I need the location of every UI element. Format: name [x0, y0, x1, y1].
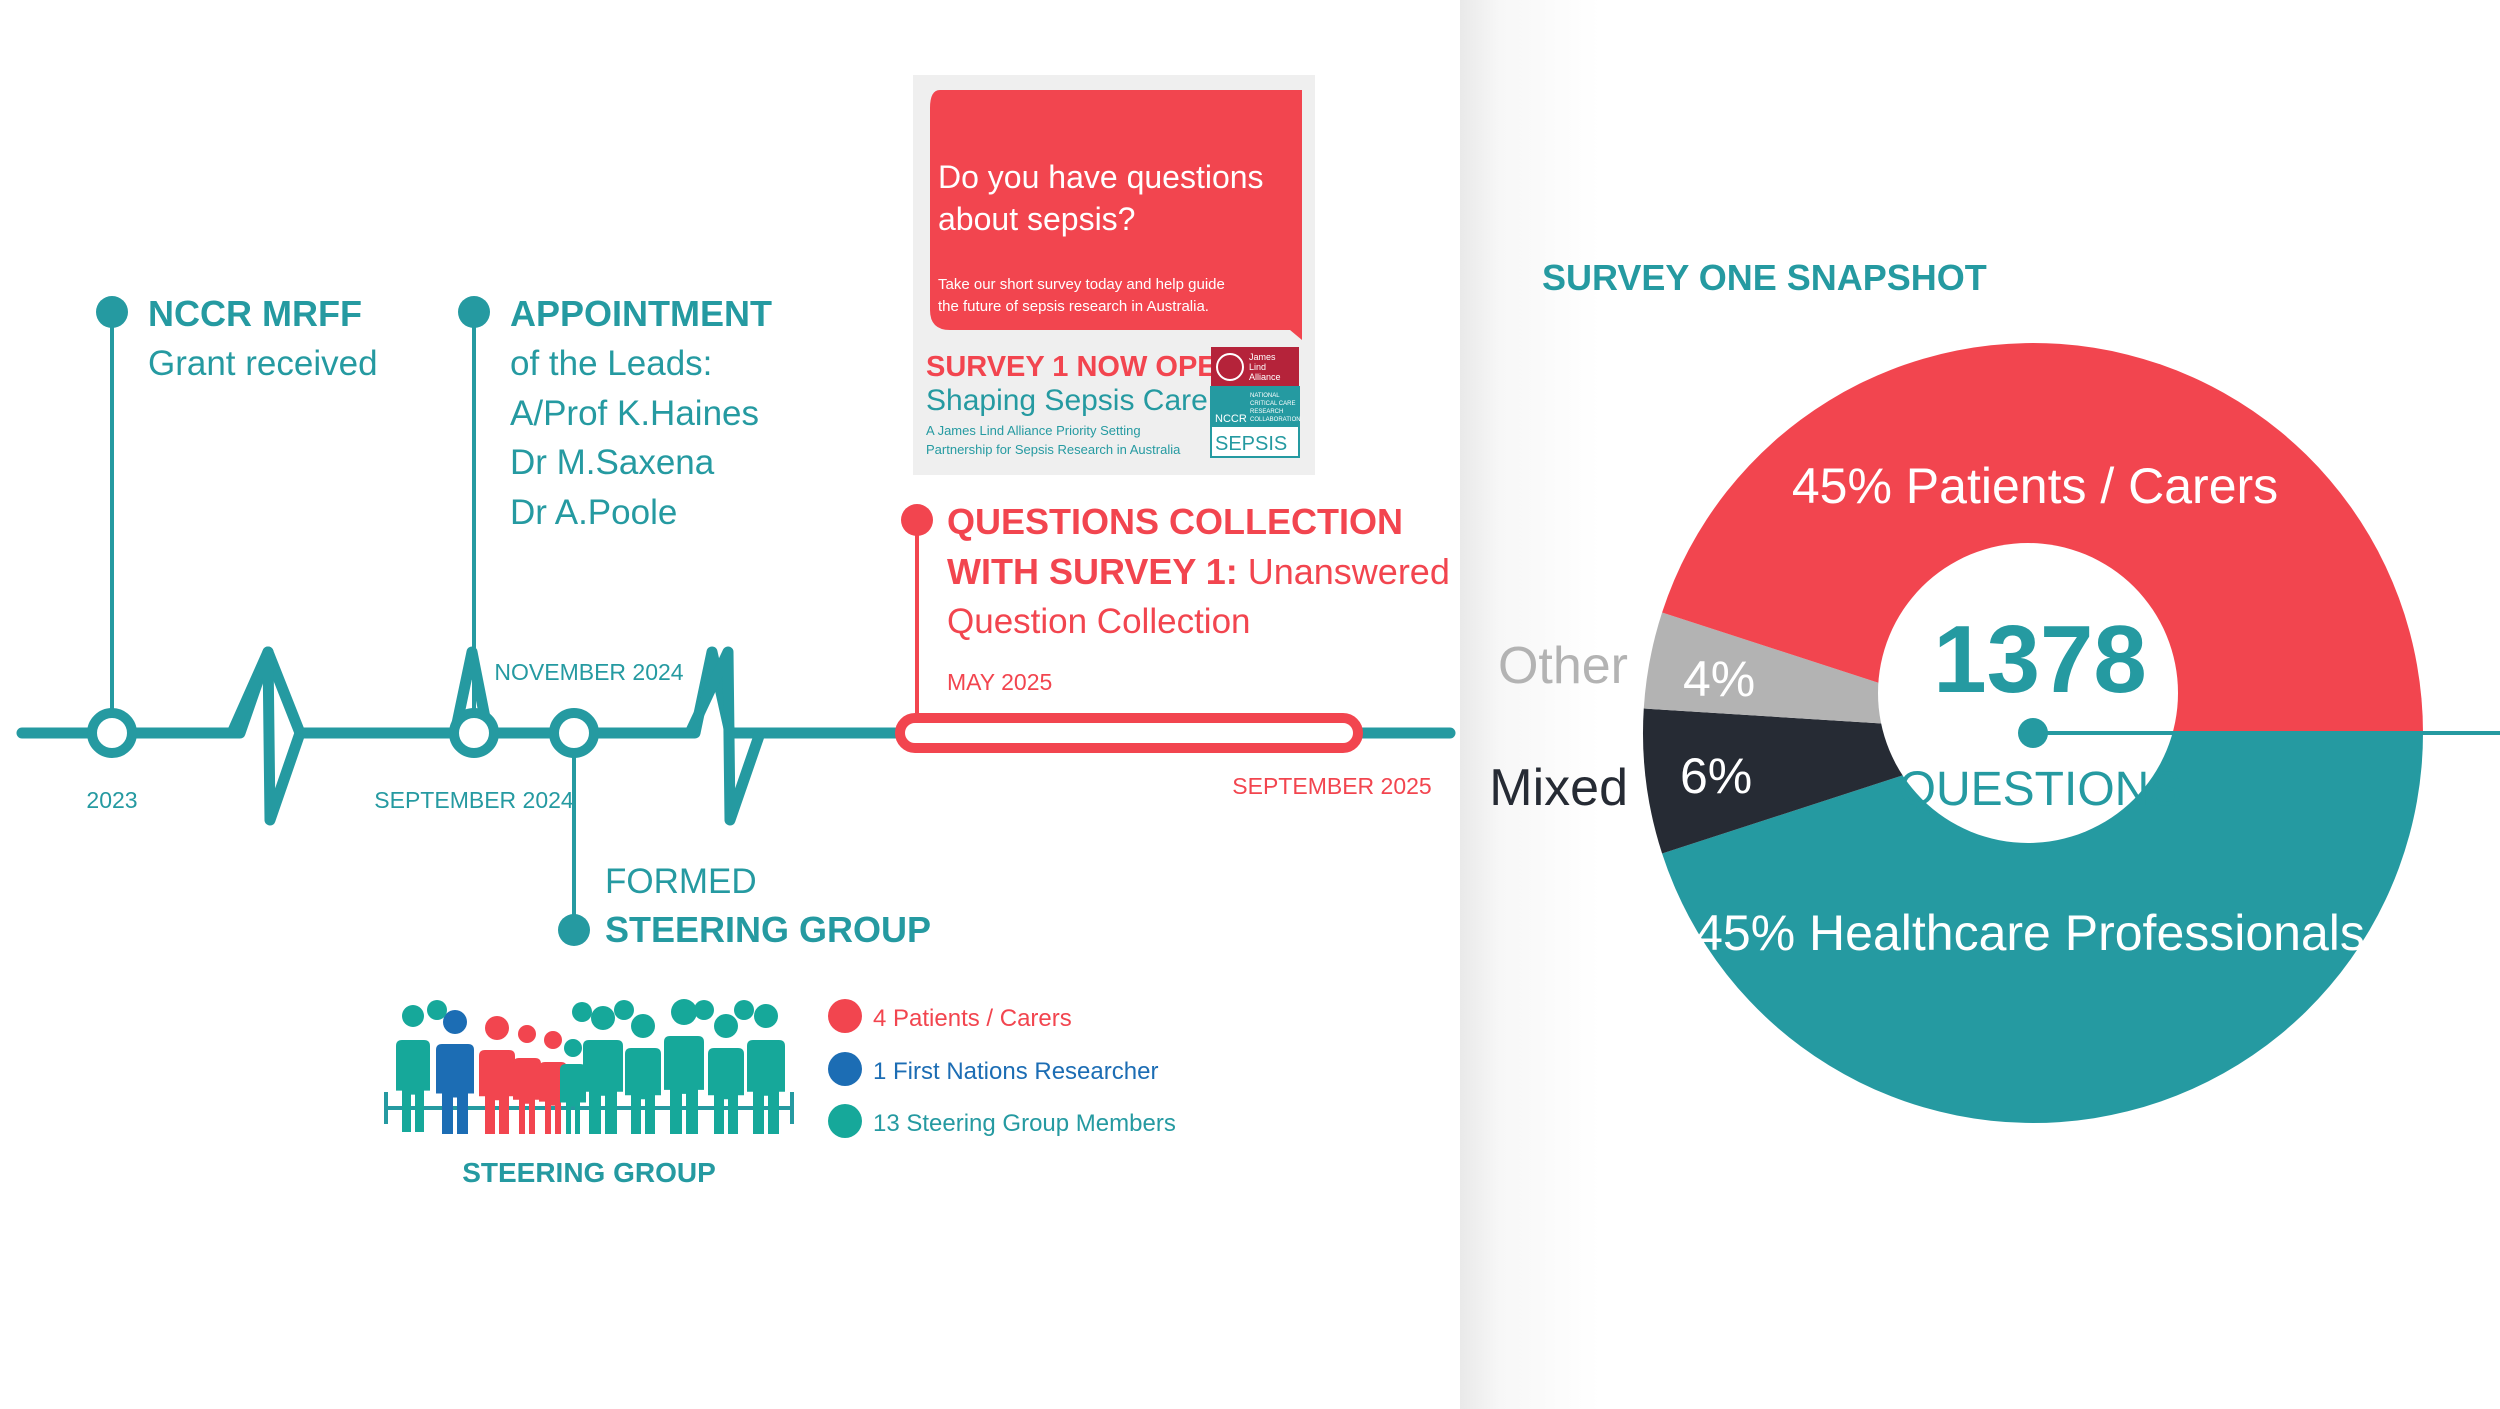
- poster-small-2: Partnership for Sepsis Research in Austr…: [926, 442, 1181, 457]
- pie-label-other-pct: 4%: [1683, 651, 1755, 707]
- poster-subheadline: Shaping Sepsis Care: [926, 384, 1208, 417]
- legend-label-first-nations: 1 First Nations Researcher: [873, 1058, 1158, 1085]
- poster-speech-bubble: [930, 90, 1302, 340]
- steering-group-caption: STEERING GROUP: [462, 1157, 716, 1188]
- appointment-marker: [449, 708, 499, 758]
- pie-label-mixed-pct: 6%: [1680, 748, 1752, 804]
- pie-label-other: Other: [1498, 637, 1628, 695]
- poster-question-2: about sepsis?: [938, 201, 1135, 237]
- poster-small-1: A James Lind Alliance Priority Setting: [926, 423, 1141, 438]
- pie-label-patients: 45% Patients / Carers: [1792, 458, 2278, 514]
- person-head-icon: [402, 1005, 424, 1027]
- person-head-icon: [591, 1006, 615, 1030]
- jla-logo-text-3: Alliance: [1249, 372, 1281, 382]
- person-icon: [396, 1040, 430, 1132]
- appointment-date: SEPTEMBER 2024: [374, 787, 574, 813]
- person-icon: [583, 1040, 623, 1134]
- poster-body-1: Take our short survey today and help gui…: [938, 276, 1225, 293]
- pie-center-hole: [1878, 543, 2178, 843]
- pie-label-healthcare: 45% Healthcare Professionals: [1695, 905, 2365, 961]
- appointment-line-4: Dr A.Poole: [510, 493, 677, 532]
- nccr-dot: [96, 296, 128, 328]
- survey-poster: Do you have questions about sepsis? Take…: [913, 75, 1315, 475]
- nccr-marker: [87, 708, 137, 758]
- person-head-icon: [694, 1000, 714, 1020]
- person-head-icon: [734, 1000, 754, 1020]
- legend-label-patients: 4 Patients / Carers: [873, 1005, 1072, 1032]
- appointment-dot: [458, 296, 490, 328]
- poster-headline: SURVEY 1 NOW OPEN: [926, 351, 1238, 383]
- person-head-icon: [572, 1002, 592, 1022]
- legend-swatch-members: [828, 1104, 862, 1138]
- nccr-logo-line-1: NATIONAL: [1250, 393, 1280, 399]
- person-icon: [747, 1040, 785, 1134]
- questions-title-1: QUESTIONS COLLECTION: [947, 501, 1403, 542]
- steering-marker: [549, 708, 599, 758]
- person-head-icon: [614, 1000, 634, 1020]
- timeline-ecg-2: [685, 646, 766, 826]
- jla-logo-text-2: Lind: [1249, 362, 1266, 372]
- legend-label-members: 13 Steering Group Members: [873, 1110, 1176, 1137]
- appointment-line-2: A/Prof K.Haines: [510, 394, 759, 433]
- survey-heading: SURVEY ONE SNAPSHOT: [1542, 257, 1987, 298]
- person-icon: [664, 1036, 704, 1134]
- questions-title-3: Question Collection: [947, 602, 1251, 641]
- nccr-logo-line-4: COLLABORATION: [1250, 417, 1301, 423]
- person-head-icon: [443, 1010, 467, 1034]
- nccr-subtitle: Grant received: [148, 344, 378, 383]
- nccr-title: NCCR MRFF: [148, 293, 362, 334]
- jla-logo-icon: [1216, 353, 1244, 381]
- nccr-date: 2023: [86, 787, 137, 813]
- steering-line-1: FORMED: [605, 862, 757, 901]
- steering-group-people: [384, 999, 794, 1134]
- person-icon: [560, 1064, 586, 1134]
- nccr-logo-line-2: CRITICAL CARE: [1250, 401, 1295, 407]
- steering-dot: [558, 914, 590, 946]
- person-head-icon: [518, 1025, 536, 1043]
- person-head-icon: [427, 1000, 447, 1020]
- person-head-icon: [671, 999, 697, 1025]
- questions-title-2: WITH SURVEY 1: Unanswered: [947, 551, 1450, 592]
- poster-question-1: Do you have questions: [938, 159, 1264, 195]
- timeline-ecg-1: [226, 646, 306, 826]
- legend-swatch-patients: [828, 999, 862, 1033]
- jla-logo-text-1: James: [1249, 352, 1276, 362]
- steering-line-2: STEERING GROUP: [605, 909, 931, 950]
- person-head-icon: [754, 1004, 778, 1028]
- pie-label-mixed: Mixed: [1489, 759, 1628, 817]
- nccr-logo-sepsis: SEPSIS: [1215, 433, 1287, 455]
- poster-body-2: the future of sepsis research in Austral…: [938, 298, 1209, 315]
- person-icon: [479, 1050, 515, 1134]
- person-icon: [708, 1048, 744, 1134]
- person-icon: [625, 1048, 661, 1134]
- person-icon: [436, 1044, 474, 1134]
- questions-end-date: SEPTEMBER 2025: [1232, 773, 1431, 799]
- jla-logo: [1211, 347, 1299, 387]
- survey-pie-chart: [1643, 343, 2423, 1123]
- questions-range-bar: [895, 713, 1363, 753]
- person-icon: [513, 1058, 541, 1134]
- legend-swatch-first-nations: [828, 1052, 862, 1086]
- questions-dot: [901, 504, 933, 536]
- person-head-icon: [564, 1039, 582, 1057]
- steering-group-legend: 4 Patients / Carers 1 First Nations Rese…: [828, 999, 1176, 1138]
- pie-slice-patients-carers: [1662, 343, 2423, 733]
- person-head-icon: [631, 1014, 655, 1038]
- pie-center-label: QUESTIONS: [1899, 763, 2182, 816]
- pie-slice-healthcare-professionals: [1662, 733, 2423, 1123]
- appointment-line-3: Dr M.Saxena: [510, 443, 715, 482]
- appointment-line-1: of the Leads:: [510, 344, 712, 383]
- nccr-logo-abbr: NCCR: [1215, 413, 1247, 425]
- pie-center-dot: [2018, 718, 2048, 748]
- nccr-logo-line-3: RESEARCH: [1250, 409, 1283, 415]
- person-head-icon: [544, 1031, 562, 1049]
- appointment-title: APPOINTMENT: [510, 293, 772, 334]
- questions-start-date: MAY 2025: [947, 669, 1052, 695]
- timeline: NCCR MRFF Grant received 2023 APPOINTMEN…: [16, 293, 1456, 950]
- pie-center-total: 1378: [1933, 606, 2147, 713]
- steering-date: NOVEMBER 2024: [494, 659, 683, 685]
- person-head-icon: [485, 1016, 509, 1040]
- person-head-icon: [714, 1014, 738, 1038]
